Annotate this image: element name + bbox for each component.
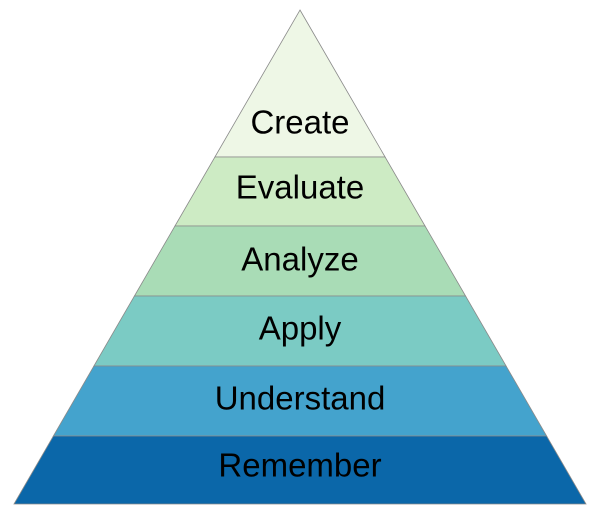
tier-label-apply: Apply [259, 310, 342, 347]
tier-label-analyze: Analyze [241, 241, 358, 278]
tier-label-create: Create [250, 104, 349, 141]
tier-band-remember [13, 435, 587, 505]
tier-label-remember: Remember [218, 447, 381, 484]
tier-label-evaluate: Evaluate [236, 169, 364, 206]
tier-label-understand: Understand [215, 380, 386, 417]
